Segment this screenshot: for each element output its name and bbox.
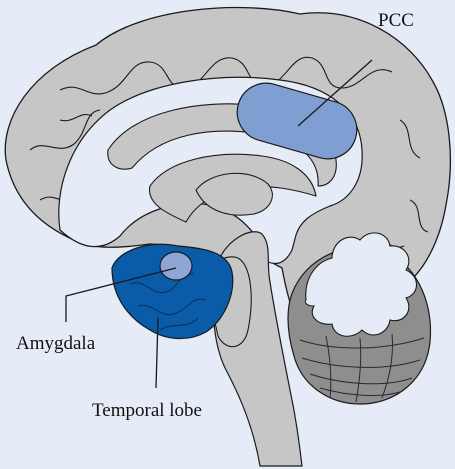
pcc-label: PCC: [378, 10, 414, 31]
amygdala-label: Amygdala: [16, 333, 96, 354]
temporal-lobe-label: Temporal lobe: [92, 400, 202, 421]
amygdala-region: [160, 252, 192, 280]
